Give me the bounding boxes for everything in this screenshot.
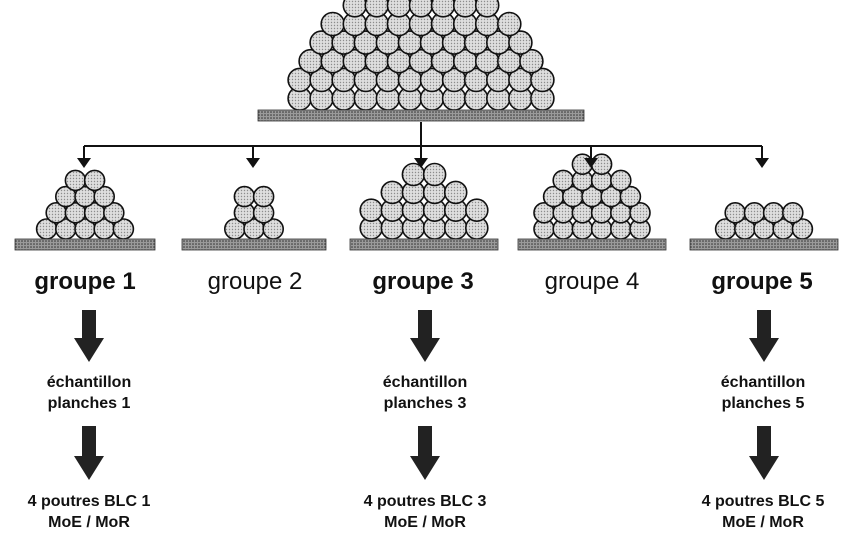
beam-label-5-line1: 4 poutres BLC 5 <box>701 493 825 510</box>
log <box>364 0 390 18</box>
down-arrow-group-5-beams <box>749 426 779 480</box>
log <box>443 180 468 205</box>
log <box>320 11 346 37</box>
board-sample-label-1: échantillon planches 1 <box>47 372 131 414</box>
down-arrow-group-1-beams <box>74 426 104 480</box>
beam-label-5-line2: MoE / MoR <box>722 514 804 531</box>
board-sample-label-3: échantillon planches 3 <box>383 372 467 414</box>
arrow-head <box>749 338 779 362</box>
drop-arrowhead <box>246 158 260 168</box>
arrow-head <box>74 456 104 480</box>
beam-label-3-line2: MoE / MoR <box>384 514 466 531</box>
beam-label-1-line2: MoE / MoR <box>48 514 130 531</box>
log <box>380 180 405 205</box>
arrow-head <box>410 338 440 362</box>
log <box>386 0 412 18</box>
beam-label-3: 4 poutres BLC 3 MoE / MoR <box>364 491 487 533</box>
arrow-head <box>749 456 779 480</box>
log <box>496 11 522 37</box>
group-label-5: groupe 5 <box>711 268 813 295</box>
log-pile-group-1 <box>14 169 156 251</box>
arrow-shaft <box>418 310 432 340</box>
log <box>530 67 555 93</box>
down-arrow-group-5-sample <box>749 310 779 362</box>
beam-label-5: 4 poutres BLC 5 MoE / MoR <box>702 491 825 533</box>
board-sample-label-3-line1: échantillon <box>382 374 468 391</box>
log <box>430 0 456 18</box>
ground-strip <box>349 238 499 251</box>
board-sample-label-5-line2: planches 5 <box>721 395 805 412</box>
ground-strip <box>517 238 667 251</box>
beam-label-3-line1: 4 poutres BLC 3 <box>363 493 487 510</box>
ground-strip <box>14 238 156 251</box>
board-sample-label-1-line1: échantillon <box>46 374 132 391</box>
log <box>408 0 434 18</box>
log <box>609 169 632 192</box>
log <box>252 185 275 208</box>
log <box>83 169 106 192</box>
ground-strip <box>257 109 585 122</box>
drop-arrowhead <box>77 158 91 168</box>
down-arrow-group-1-sample <box>74 310 104 362</box>
drop-arrowhead <box>584 158 598 168</box>
drop-arrowhead <box>414 158 428 168</box>
group-label-2: groupe 2 <box>207 268 303 295</box>
log <box>103 202 125 224</box>
flow-arrows <box>74 310 779 480</box>
beam-label-1-line1: 4 poutres BLC 1 <box>27 493 151 510</box>
board-sample-label-5: échantillon planches 5 <box>721 372 805 414</box>
arrow-head <box>410 456 440 480</box>
group-label-1: groupe 1 <box>34 268 136 295</box>
log-pile-group-5 <box>689 202 839 251</box>
log <box>762 202 785 224</box>
board-sample-label-5-line1: échantillon <box>720 374 806 391</box>
beam-label-1: 4 poutres BLC 1 MoE / MoR <box>28 491 151 533</box>
log <box>93 185 115 208</box>
group-label-4: groupe 4 <box>544 268 640 295</box>
down-arrow-group-3-sample <box>410 310 440 362</box>
log <box>452 0 478 18</box>
arrow-shaft <box>82 310 96 340</box>
log <box>781 202 804 224</box>
arrow-shaft <box>82 426 96 458</box>
main-log-pile <box>257 0 585 122</box>
group-label-3: groupe 3 <box>372 268 474 295</box>
log <box>359 198 384 222</box>
log <box>743 202 766 224</box>
distribution-connectors <box>77 122 769 168</box>
log-pile-group-2 <box>181 185 327 251</box>
log-piles <box>14 0 839 251</box>
log <box>519 48 544 74</box>
log <box>629 202 651 224</box>
ground-strip <box>689 238 839 251</box>
log <box>619 185 642 208</box>
log-pile-group-4 <box>517 153 667 251</box>
drop-arrowhead <box>755 158 769 168</box>
arrow-shaft <box>757 310 771 340</box>
board-sample-label-3-line2: planches 3 <box>383 395 467 412</box>
log <box>590 153 613 175</box>
log <box>508 30 533 55</box>
log <box>342 0 368 18</box>
arrow-shaft <box>418 426 432 458</box>
log <box>724 202 747 224</box>
board-sample-label-1-line2: planches 1 <box>47 395 131 412</box>
log <box>422 162 447 187</box>
down-arrow-group-3-beams <box>410 426 440 480</box>
log <box>474 0 500 18</box>
log <box>64 169 87 192</box>
arrow-shaft <box>757 426 771 458</box>
ground-strip <box>181 238 327 251</box>
arrow-head <box>74 338 104 362</box>
log <box>552 169 575 192</box>
log <box>233 185 256 208</box>
log <box>464 198 489 222</box>
log-pile-group-3 <box>349 162 499 251</box>
